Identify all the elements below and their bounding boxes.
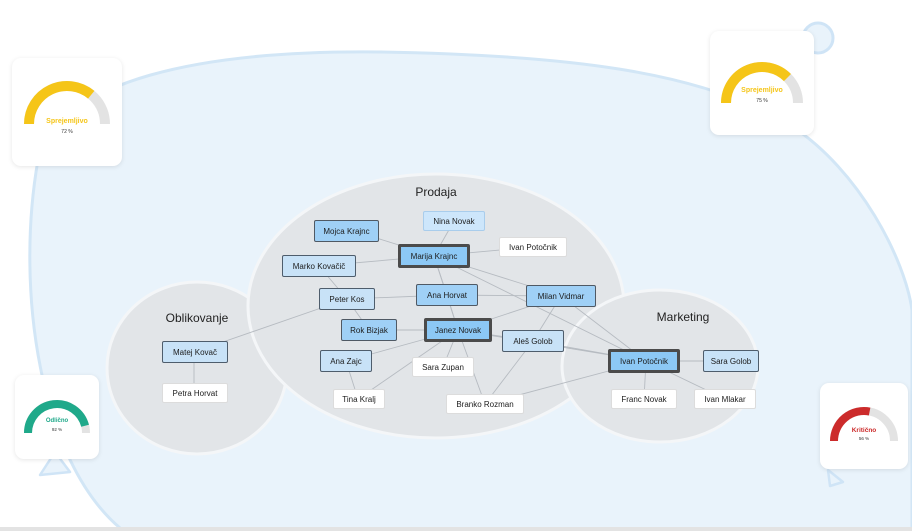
- gauge-value-top-right: 75 %: [756, 98, 768, 104]
- node-franc-novak[interactable]: Franc Novak: [611, 389, 677, 409]
- cluster-title-oblikovanje: Oblikovanje: [165, 311, 229, 325]
- gauge-value-bottom-right: 56 %: [858, 436, 870, 441]
- gauge-card-bottom-left: Odlično 92 %: [15, 375, 99, 459]
- gauge-top-left: [24, 81, 110, 125]
- node-ana-horvat[interactable]: Ana Horvat: [416, 284, 478, 306]
- gauge-label-bottom-right: Kritično: [851, 427, 877, 434]
- gauge-top-right: [721, 62, 803, 104]
- gauge-value-top-left: 72 %: [61, 129, 73, 135]
- node-marko-kovacic[interactable]: Marko Kovačič: [282, 255, 356, 277]
- gauge-bottom-left: [24, 400, 90, 434]
- node-mojca-krajnc[interactable]: Mojca Krajnc: [314, 220, 379, 242]
- node-branko-rozman[interactable]: Branko Rozman: [446, 394, 524, 414]
- gauge-card-top-right: Sprejemljivo 75 %: [710, 31, 814, 135]
- bottom-divider: [0, 527, 912, 531]
- node-nina-novak[interactable]: Nina Novak: [423, 211, 485, 231]
- gauge-card-bottom-right: Kritično 56 %: [820, 383, 908, 469]
- cluster-title-prodaja: Prodaja: [415, 185, 457, 199]
- gauge-label-bottom-left: Odlično: [45, 418, 69, 424]
- node-matej-kovac[interactable]: Matej Kovač: [162, 341, 228, 363]
- node-ivan-potocnik-marketing[interactable]: Ivan Potočnik: [608, 349, 680, 373]
- node-ales-golob[interactable]: Aleš Golob: [502, 330, 564, 352]
- node-marija-krajnc[interactable]: Marija Krajnc: [398, 244, 470, 268]
- gauge-label-top-left: Sprejemljivo: [46, 118, 88, 125]
- node-tina-kralj[interactable]: Tina Kralj: [333, 389, 385, 409]
- node-sara-zupan[interactable]: Sara Zupan: [412, 357, 474, 377]
- node-peter-kos[interactable]: Peter Kos: [319, 288, 375, 310]
- node-janez-novak[interactable]: Janez Novak: [424, 318, 492, 342]
- cluster-title-marketing: Marketing: [656, 310, 710, 324]
- gauge-card-top-left: Sprejemljivo 72 %: [12, 58, 122, 166]
- node-sara-golob[interactable]: Sara Golob: [703, 350, 759, 372]
- gauge-value-bottom-left: 92 %: [51, 427, 63, 432]
- node-ivan-mlakar[interactable]: Ivan Mlakar: [694, 389, 756, 409]
- gauge-bottom-right: [830, 407, 898, 442]
- node-ana-zajc[interactable]: Ana Zajc: [320, 350, 372, 372]
- node-ivan-potocnik-prodaja[interactable]: Ivan Potočnik: [499, 237, 567, 257]
- gauge-label-top-right: Sprejemljivo: [741, 87, 783, 94]
- node-rok-bizjak[interactable]: Rok Bizjak: [341, 319, 397, 341]
- node-petra-horvat[interactable]: Petra Horvat: [162, 383, 228, 403]
- node-milan-vidmar[interactable]: Milan Vidmar: [526, 285, 596, 307]
